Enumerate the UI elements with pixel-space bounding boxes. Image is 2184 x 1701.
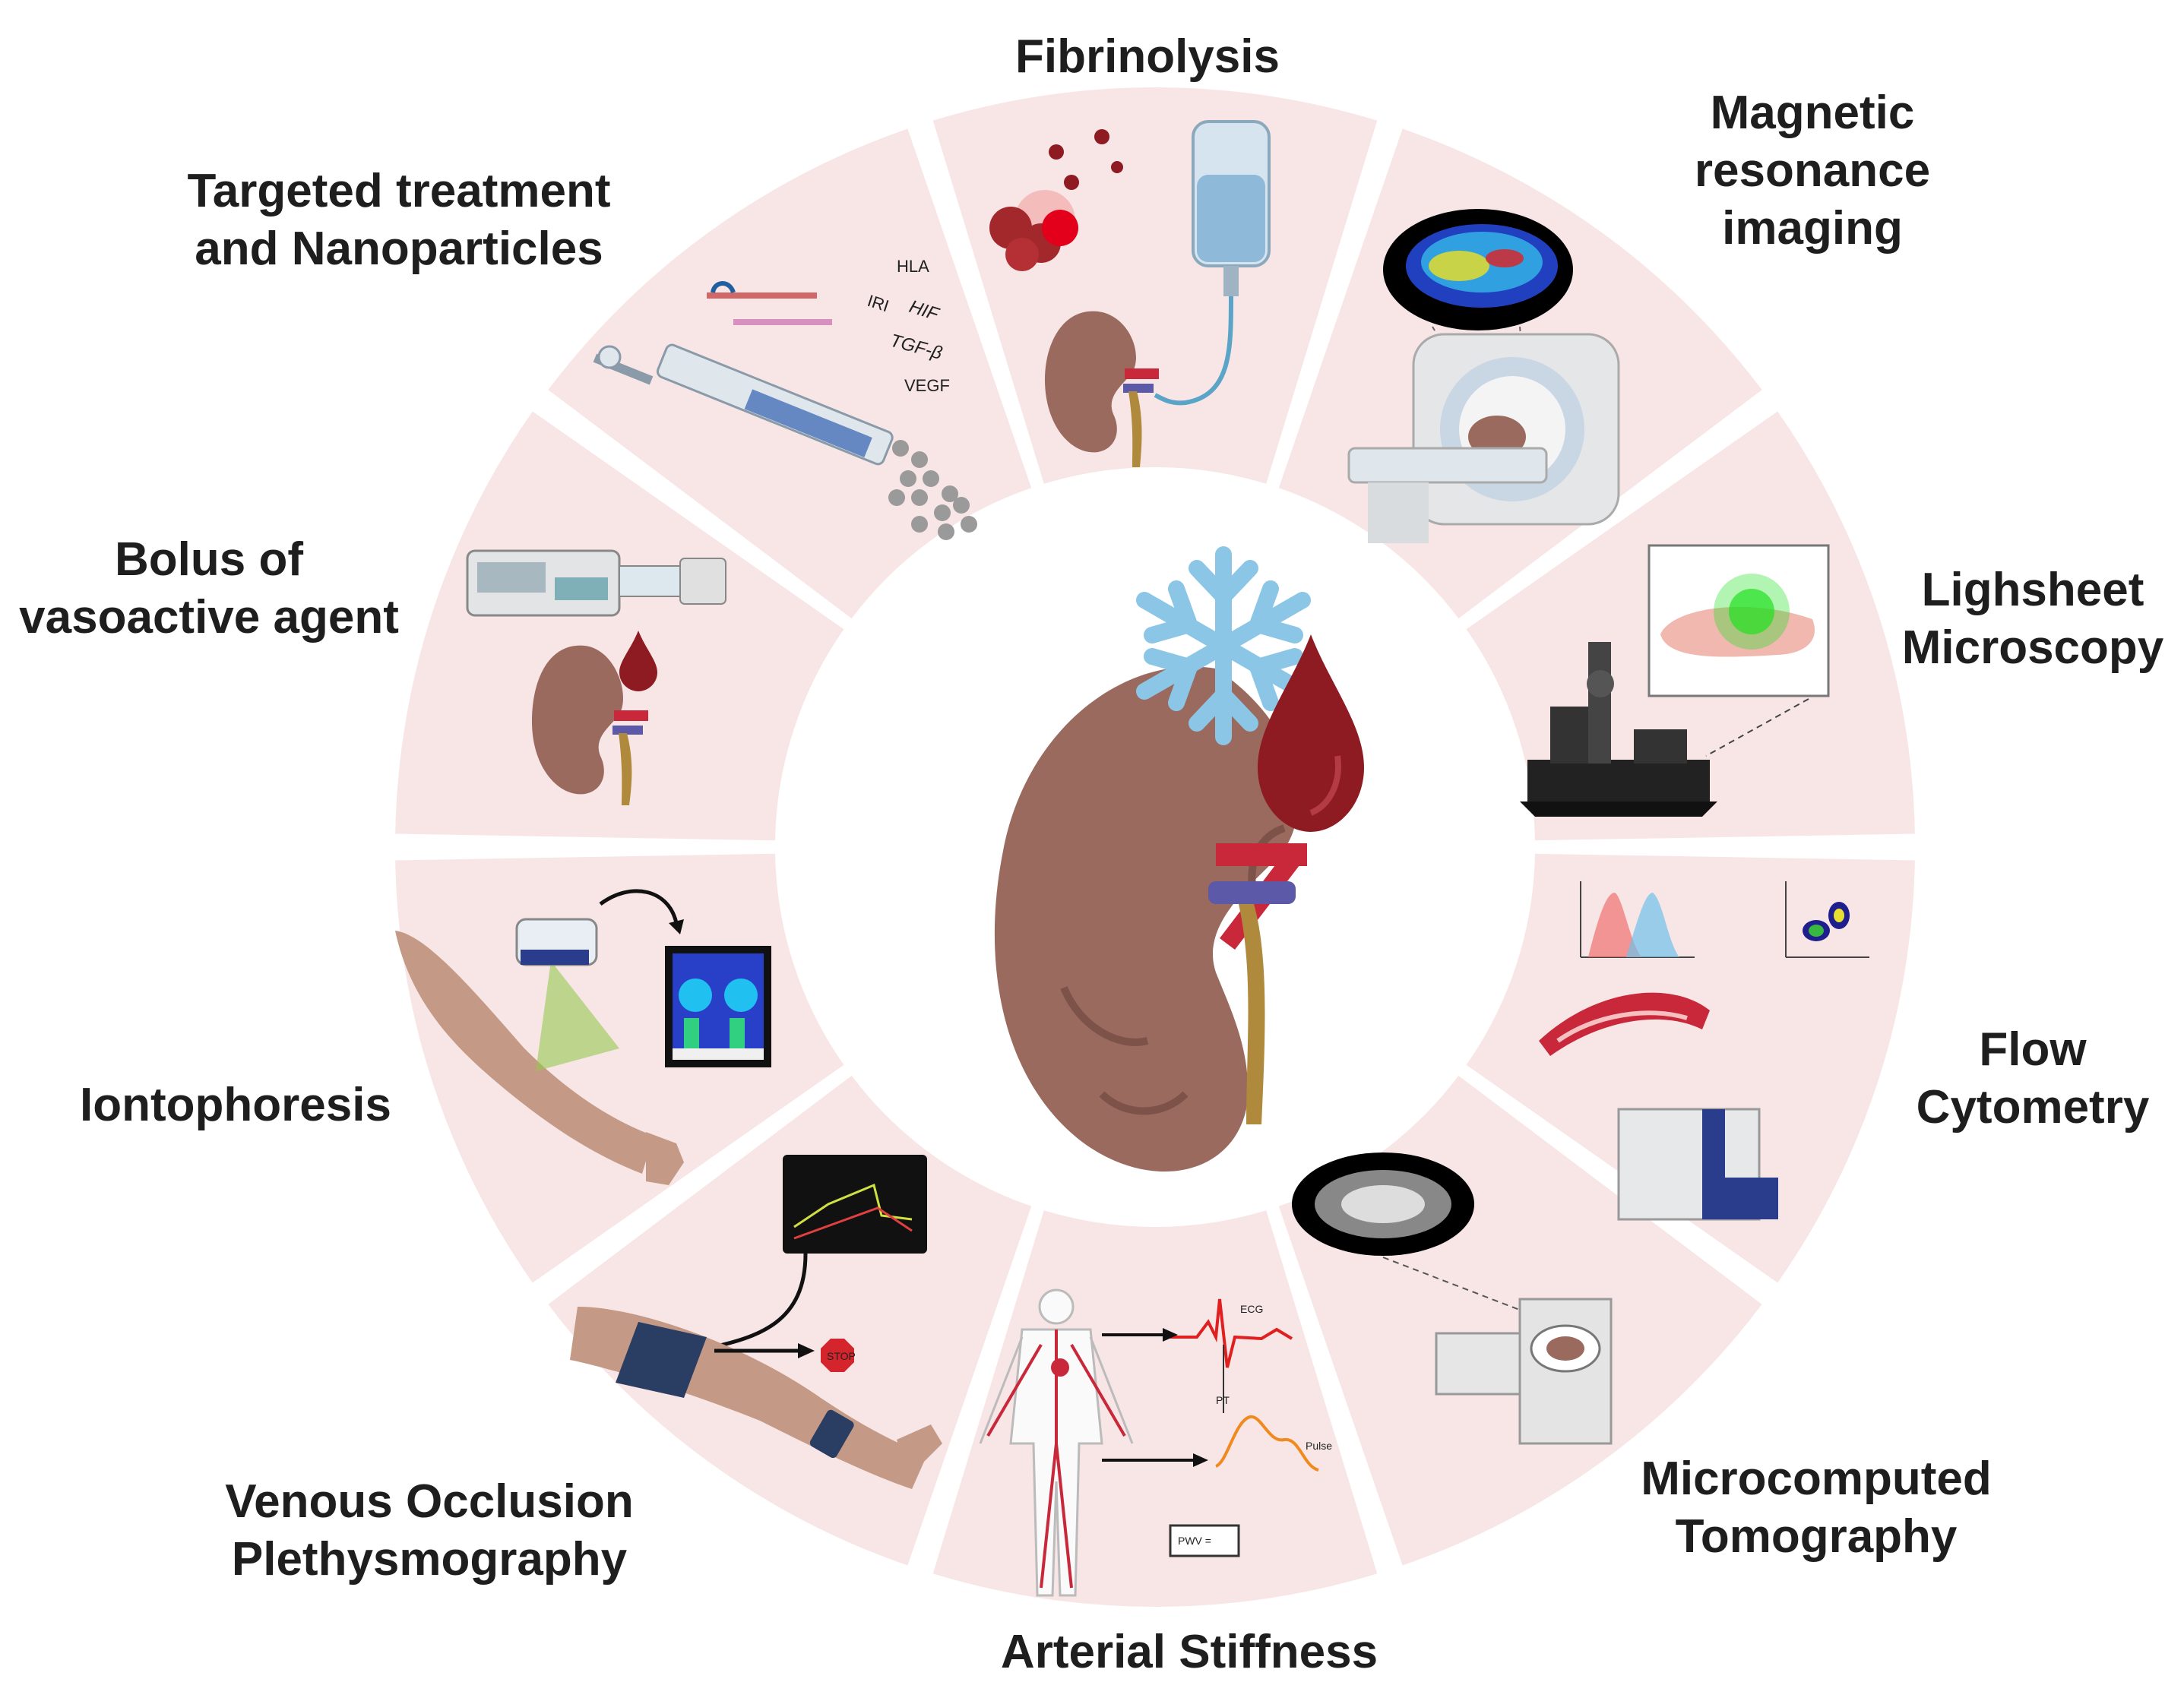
label-mri-line-2: imaging xyxy=(1722,202,1903,255)
nanoparticle-dot xyxy=(923,470,939,487)
fibrinolysis-kidney-icon xyxy=(1045,311,1159,467)
label-venous-line-1: Plethysmography xyxy=(232,1533,628,1586)
nanoparticle-dot xyxy=(911,489,928,506)
nanoparticle-dot xyxy=(961,516,977,533)
center-vessels-icon xyxy=(1208,843,1307,1124)
label-flow-line-0: Flow xyxy=(1979,1023,2087,1076)
fibrinolysis-illustration xyxy=(989,120,1271,467)
blood-vessel-icon xyxy=(1539,992,1710,1056)
nanoparticles-icon xyxy=(888,440,977,540)
label-targeted-line-1: and Nanoparticles xyxy=(195,223,603,275)
light-cone xyxy=(536,961,619,1071)
cable xyxy=(706,1253,808,1351)
clot-icon xyxy=(989,129,1123,271)
flow-cytometer-icon xyxy=(1617,1108,1778,1221)
label-iontophoresis-line-0: Iontophoresis xyxy=(80,1079,391,1131)
pwv-box xyxy=(1169,1524,1240,1557)
microct-scanner-icon xyxy=(1435,1298,1613,1445)
cuff-icon xyxy=(616,1322,707,1398)
nanoparticle-dot xyxy=(900,470,916,487)
nanoparticle-dot xyxy=(953,497,970,514)
bolus-illustration xyxy=(466,549,726,805)
pulse-text: Pulse xyxy=(1306,1440,1332,1452)
microscope-icon xyxy=(1520,642,1717,817)
label-targeted-line-0: Targeted treatment xyxy=(188,165,611,217)
center-illustration xyxy=(994,546,1364,1172)
histogram-icon xyxy=(1580,881,1695,958)
perfusion-map-icon xyxy=(665,946,771,1067)
flow-cytometry-illustration xyxy=(1539,881,1869,1221)
blood-drop-icon xyxy=(1258,634,1364,832)
heart-icon xyxy=(1051,1358,1069,1377)
syringe-icon xyxy=(593,343,894,466)
arterial-stiffness-illustration xyxy=(979,1288,1319,1597)
bolus-kidney-icon xyxy=(532,645,648,805)
stop-sign-text: STOP xyxy=(827,1350,856,1362)
sirna-icon xyxy=(707,281,832,325)
laser-doppler-icon xyxy=(515,918,598,966)
label-microct-line-1: Tomography xyxy=(1676,1510,1958,1563)
microct-illustration xyxy=(1292,1152,1613,1445)
label-lightsheet-line-1: Microscopy xyxy=(1902,621,2164,674)
mri-scan-inset-icon xyxy=(1383,209,1573,330)
human-body-icon xyxy=(979,1288,1134,1597)
targeted-illustration xyxy=(593,281,977,540)
nanoparticle-dot xyxy=(934,504,951,521)
mri-scanner-icon xyxy=(1347,333,1620,543)
arm-icon xyxy=(570,1307,942,1489)
snowflake-icon xyxy=(1136,546,1311,745)
label-venous-line-0: Venous Occlusion xyxy=(225,1475,633,1528)
label-arterial-line-0: Arterial Stiffness xyxy=(1001,1626,1378,1678)
label-mri-line-1: resonance xyxy=(1695,144,1930,197)
label-microct-line-0: Microcomputed xyxy=(1641,1453,1992,1505)
ecg-waveform-icon xyxy=(1170,1298,1293,1368)
targeted-annotation-0: HLA xyxy=(897,257,929,276)
lightsheet-sample-inset-icon xyxy=(1647,544,1830,697)
nanoparticle-dot xyxy=(938,523,954,540)
nanoparticle-dot xyxy=(892,440,909,457)
ct-scan-inset-icon xyxy=(1292,1152,1474,1256)
labels: FibrinolysisMagneticresonanceimagingLigh… xyxy=(19,30,2164,1678)
iontophoresis-arm-icon xyxy=(395,931,684,1185)
mri-illustration xyxy=(1347,209,1620,543)
nanoparticle-dot xyxy=(911,451,928,468)
label-bolus-line-0: Bolus of xyxy=(115,533,303,586)
dotplot-icon xyxy=(1785,881,1869,958)
label-bolus-line-1: vasoactive agent xyxy=(19,591,399,643)
lightsheet-illustration xyxy=(1520,544,1830,817)
pulse-waveform-icon xyxy=(1214,1415,1319,1472)
nanoparticle-dot xyxy=(911,516,928,533)
nanoparticle-dot xyxy=(942,485,958,502)
label-flow-line-1: Cytometry xyxy=(1917,1081,2150,1133)
stop-sign-icon xyxy=(821,1339,854,1372)
pt-text: PT xyxy=(1216,1394,1230,1406)
iontophoresis-illustration xyxy=(395,889,771,1185)
segment-bolus xyxy=(395,411,844,841)
venous-occlusion-illustration xyxy=(570,1155,942,1489)
segment-targeted xyxy=(548,128,1032,619)
monitor-icon xyxy=(783,1155,927,1254)
infusion-pump-icon xyxy=(466,549,726,617)
label-lightsheet-line-0: Lighsheet xyxy=(1922,564,2144,616)
segment-flow xyxy=(1466,853,1915,1283)
targeted-annotation-4: VEGF xyxy=(904,376,950,395)
iv-bag-icon xyxy=(1154,120,1271,406)
label-fibrinolysis-line-0: Fibrinolysis xyxy=(1015,30,1280,83)
label-mri-line-0: Magnetic xyxy=(1711,87,1915,139)
pwv-text: PWV = xyxy=(1178,1535,1211,1547)
bolus-drop-icon xyxy=(619,631,657,691)
ecg-text: ECG xyxy=(1240,1303,1263,1315)
nanoparticle-dot xyxy=(888,489,905,506)
